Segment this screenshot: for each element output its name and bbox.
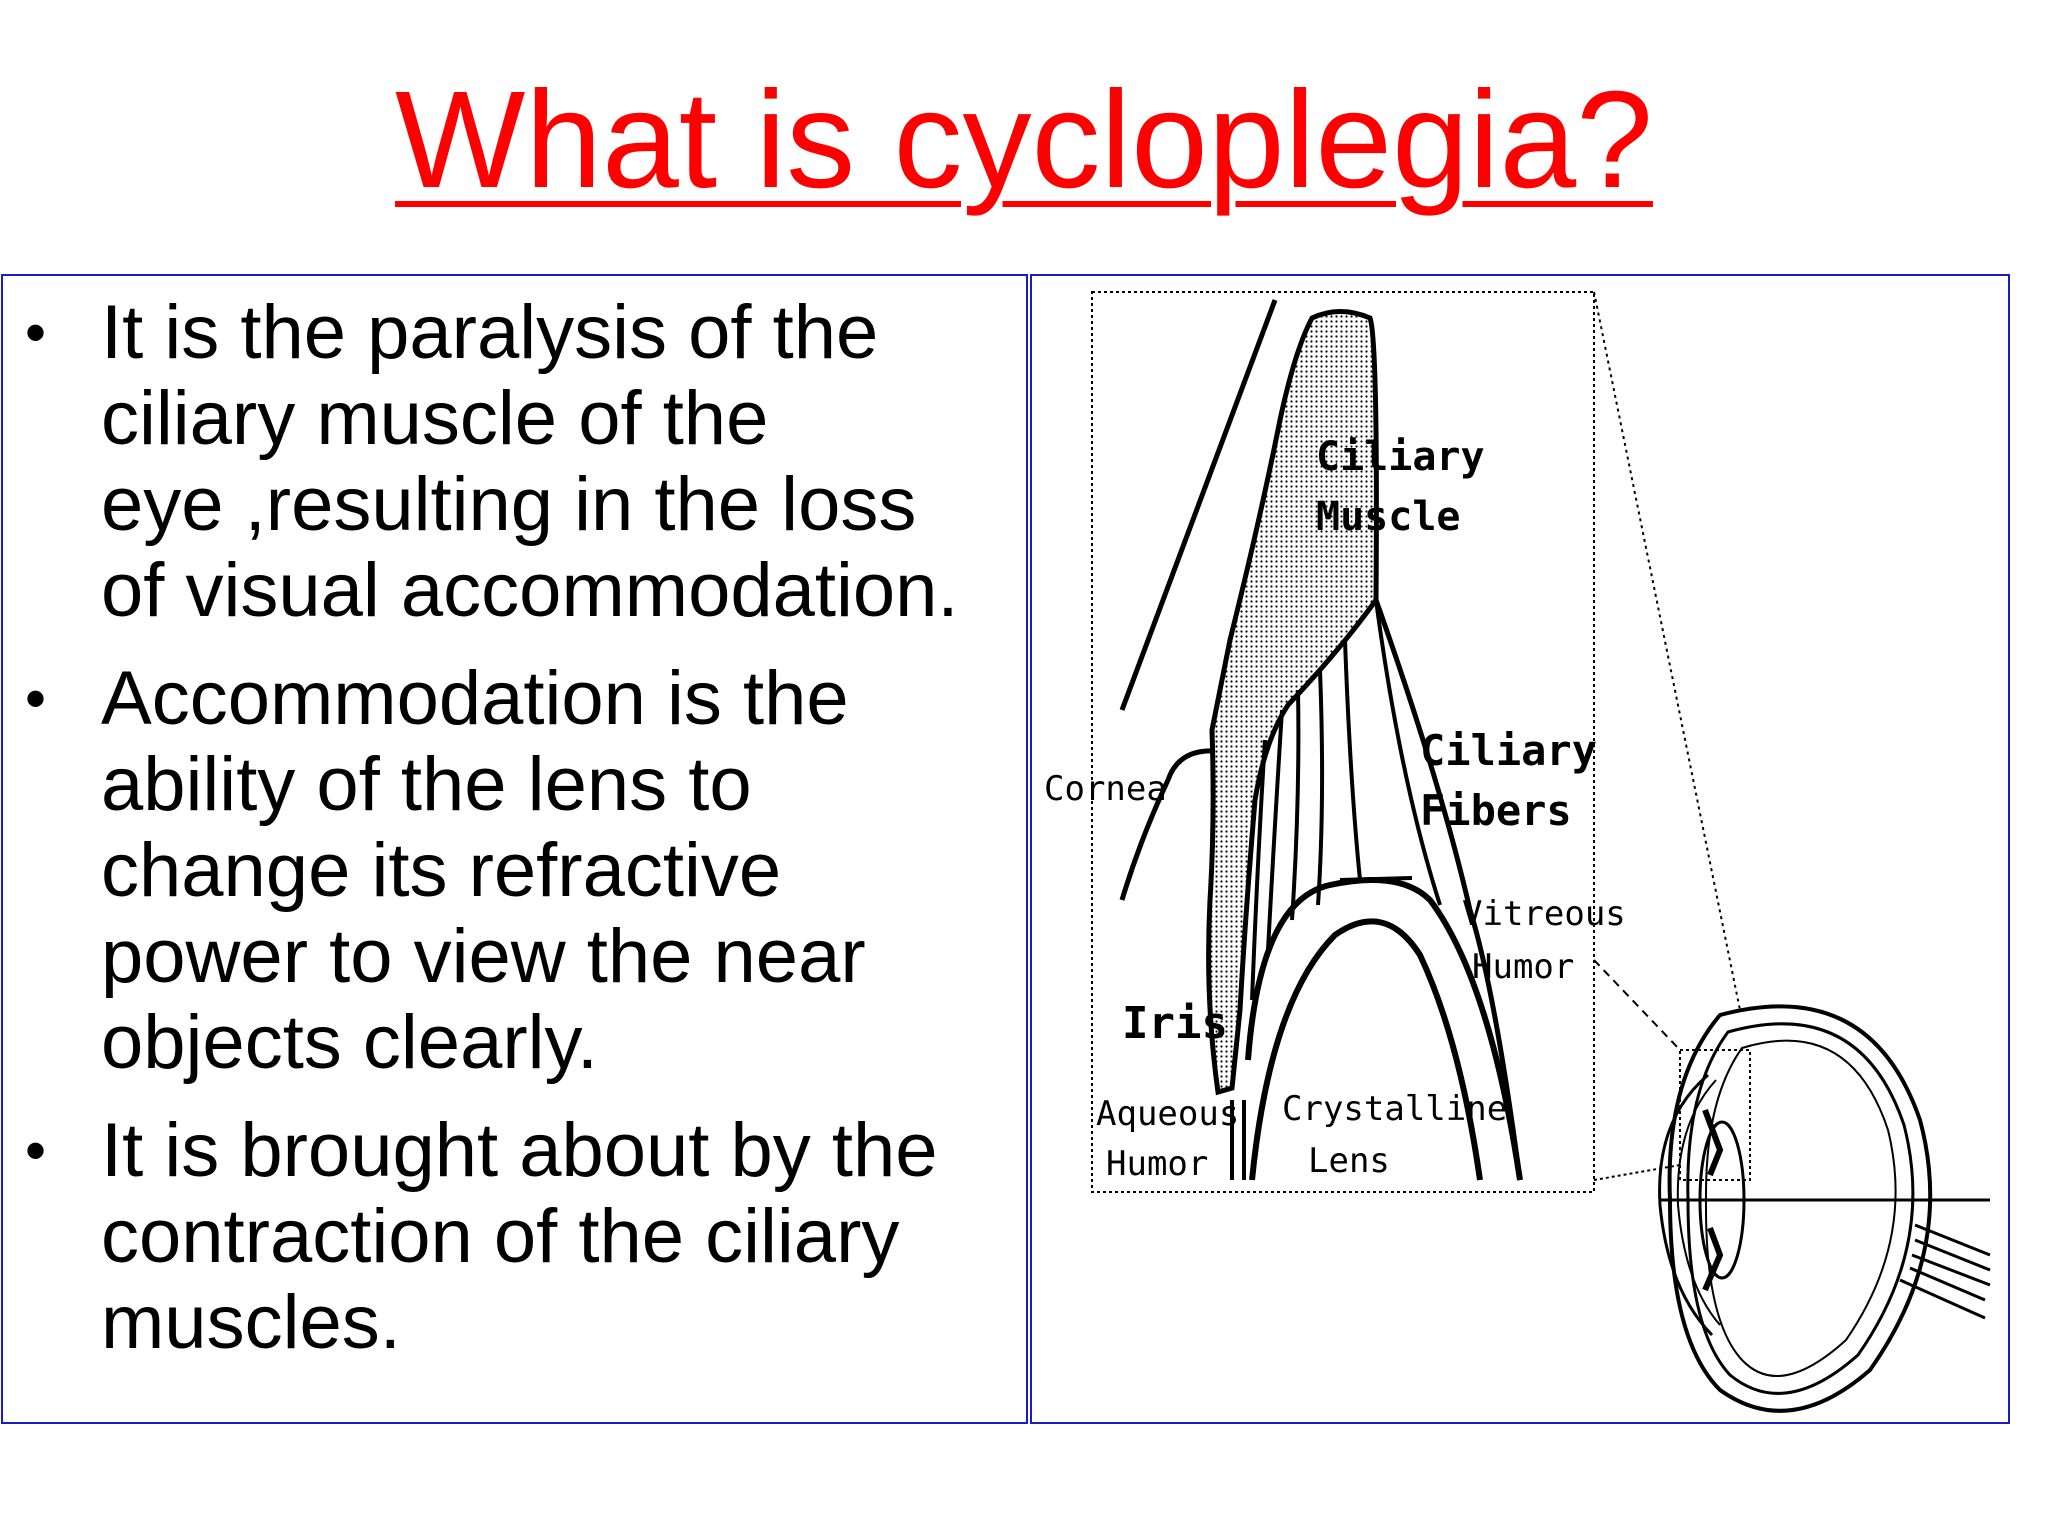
lens-boundary-line <box>1373 599 1523 1181</box>
bullet-line: Accommodation is the <box>101 656 849 741</box>
bullet-list: • It is the paralysis of the ciliary mus… <box>3 290 1031 1388</box>
bullet-line: eye ,resulting in the loss <box>101 462 917 547</box>
label-aqueous-humor: Humor <box>1106 1144 1208 1184</box>
sclera-line <box>1119 299 1278 711</box>
bullet-item: • It is the paralysis of the ciliary mus… <box>3 290 1031 634</box>
bullet-dot-icon: • <box>25 299 47 366</box>
bullet-line: It is the paralysis of the <box>101 290 879 375</box>
label-crystalline-lens: Crystalline <box>1282 1089 1507 1129</box>
zoom-connector-line <box>1593 1164 1681 1181</box>
whole-eye-schematic <box>1658 1004 1991 1413</box>
figure-panel: Ciliary Muscle Ciliary Fibers Cornea Vit… <box>1030 274 2010 1424</box>
bullet-line: ability of the lens to <box>101 742 752 827</box>
label-iris: Iris <box>1122 998 1228 1049</box>
bullet-line: ciliary muscle of the <box>101 376 769 461</box>
bullet-line: power to view the near <box>101 914 866 999</box>
ciliary-fibers <box>1250 599 1442 1001</box>
slide-title: What is cycloplegia? <box>395 63 1653 217</box>
label-crystalline-lens: Lens <box>1308 1141 1390 1181</box>
zoom-box <box>1091 291 1595 1193</box>
label-vitreous-humor: Humor <box>1472 947 1574 987</box>
label-aqueous-humor: Aqueous <box>1096 1094 1239 1134</box>
label-ciliary-muscle: Muscle <box>1316 494 1461 540</box>
eye-anatomy-diagram: Ciliary Muscle Ciliary Fibers Cornea Vit… <box>1044 291 1991 1413</box>
label-ciliary-fibers: Fibers <box>1420 786 1572 835</box>
ciliary-muscle-region <box>1206 309 1379 1096</box>
bullet-dot-icon: • <box>25 1117 47 1184</box>
bullet-item: • Accommodation is the ability of the le… <box>3 656 1031 1086</box>
label-ciliary-muscle: Ciliary <box>1316 434 1485 480</box>
label-vitreous-humor: Vitreous <box>1462 894 1626 934</box>
bullet-item: • It is brought about by the contraction… <box>3 1108 1031 1366</box>
label-cornea: Cornea <box>1044 769 1167 809</box>
bullet-line: change its refractive <box>101 828 782 913</box>
zoom-connector-line <box>1593 291 1741 1011</box>
lens-inner-curve <box>1249 918 1483 1181</box>
bullet-line: muscles. <box>101 1280 401 1365</box>
bullet-line: objects clearly. <box>101 1000 599 1085</box>
cornea-line <box>1119 748 1226 901</box>
bullet-line: contraction of the ciliary <box>101 1194 900 1279</box>
zoom-connector-line <box>1593 959 1681 1051</box>
text-panel: • It is the paralysis of the ciliary mus… <box>1 274 1028 1424</box>
bullet-line: It is brought about by the <box>101 1108 938 1193</box>
bullet-dot-icon: • <box>25 665 47 732</box>
lens-outer-curve <box>1245 877 1523 1181</box>
label-ciliary-fibers: Ciliary <box>1420 726 1597 775</box>
bullet-line: of visual accommodation. <box>101 548 959 633</box>
